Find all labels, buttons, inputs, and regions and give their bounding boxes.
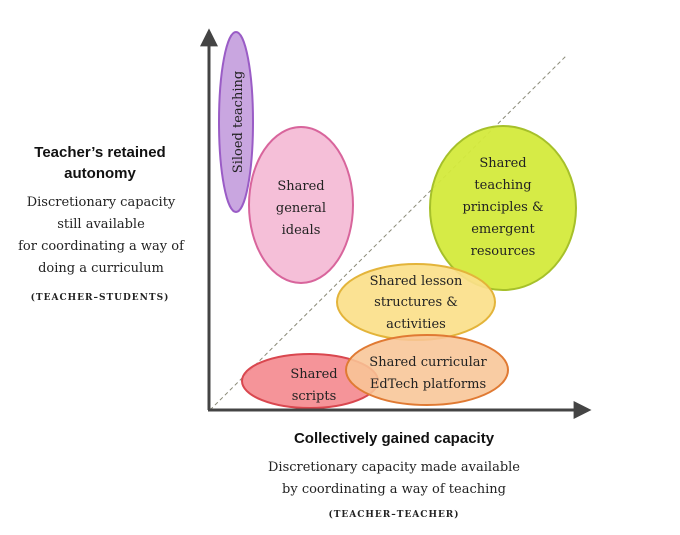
y-axis-desc-line1: Discretionary capacity — [27, 195, 176, 210]
shared-principles-ellipse — [429, 125, 577, 291]
x-axis-title: Collectively gained capacity — [294, 430, 495, 447]
siloed-teaching-label: Siloed teaching — [231, 71, 246, 173]
shared-principles-line1: Shared — [479, 156, 526, 171]
y-axis-title-line2: autonomy — [64, 165, 136, 182]
ellipse-siloed: Siloed teaching — [218, 31, 254, 213]
shared-ideals-line2: general — [276, 201, 326, 216]
x-axis-label: Collectively gained capacity Discretiona… — [268, 430, 520, 520]
shared-ideals-line1: Shared — [277, 179, 324, 194]
shared-edtech-line2: EdTech platforms — [370, 377, 486, 392]
shared-scripts-line2: scripts — [292, 389, 337, 404]
shared-edtech-ellipse — [345, 334, 509, 406]
ellipse-edtech: Shared curricular EdTech platforms — [345, 334, 509, 406]
y-axis-desc-line3: for coordinating a way of — [18, 239, 185, 254]
shared-principles-line4: emergent — [471, 222, 535, 237]
shared-scripts-line1: Shared — [290, 367, 337, 382]
x-axis-desc-line1: Discretionary capacity made available — [268, 460, 520, 475]
shared-principles-line5: resources — [471, 244, 536, 259]
ellipse-lesson: Shared lesson structures & activities — [336, 263, 496, 341]
shared-principles-line3: principles & — [462, 200, 543, 215]
y-axis-desc-line4: doing a curriculum — [38, 261, 164, 276]
y-axis-tag: (TEACHER–STUDENTS) — [31, 292, 170, 303]
shared-scripts-label: Shared scripts — [290, 367, 337, 404]
shared-ideals-ellipse — [248, 126, 354, 284]
y-axis-title-line1: Teacher’s retained — [34, 144, 165, 161]
y-axis-label: Teacher’s retained autonomy Discretionar… — [18, 144, 185, 303]
x-axis-desc-line2: by coordinating a way of teaching — [282, 482, 506, 497]
shared-lesson-line3: activities — [386, 317, 446, 332]
shared-lesson-line1: Shared lesson — [370, 274, 463, 289]
ellipse-ideals: Shared general ideals — [248, 126, 354, 284]
x-axis-tag: (TEACHER–TEACHER) — [328, 509, 459, 520]
shared-edtech-line1: Shared curricular — [369, 355, 487, 370]
shared-lesson-line2: structures & — [374, 295, 458, 310]
shared-principles-line2: teaching — [474, 178, 531, 193]
siloed-teaching-ellipse — [218, 31, 254, 213]
y-axis-desc-line2: still available — [57, 217, 145, 232]
shared-ideals-line3: ideals — [282, 223, 321, 238]
ellipse-principles: Shared teaching principles & emergent re… — [429, 125, 577, 291]
